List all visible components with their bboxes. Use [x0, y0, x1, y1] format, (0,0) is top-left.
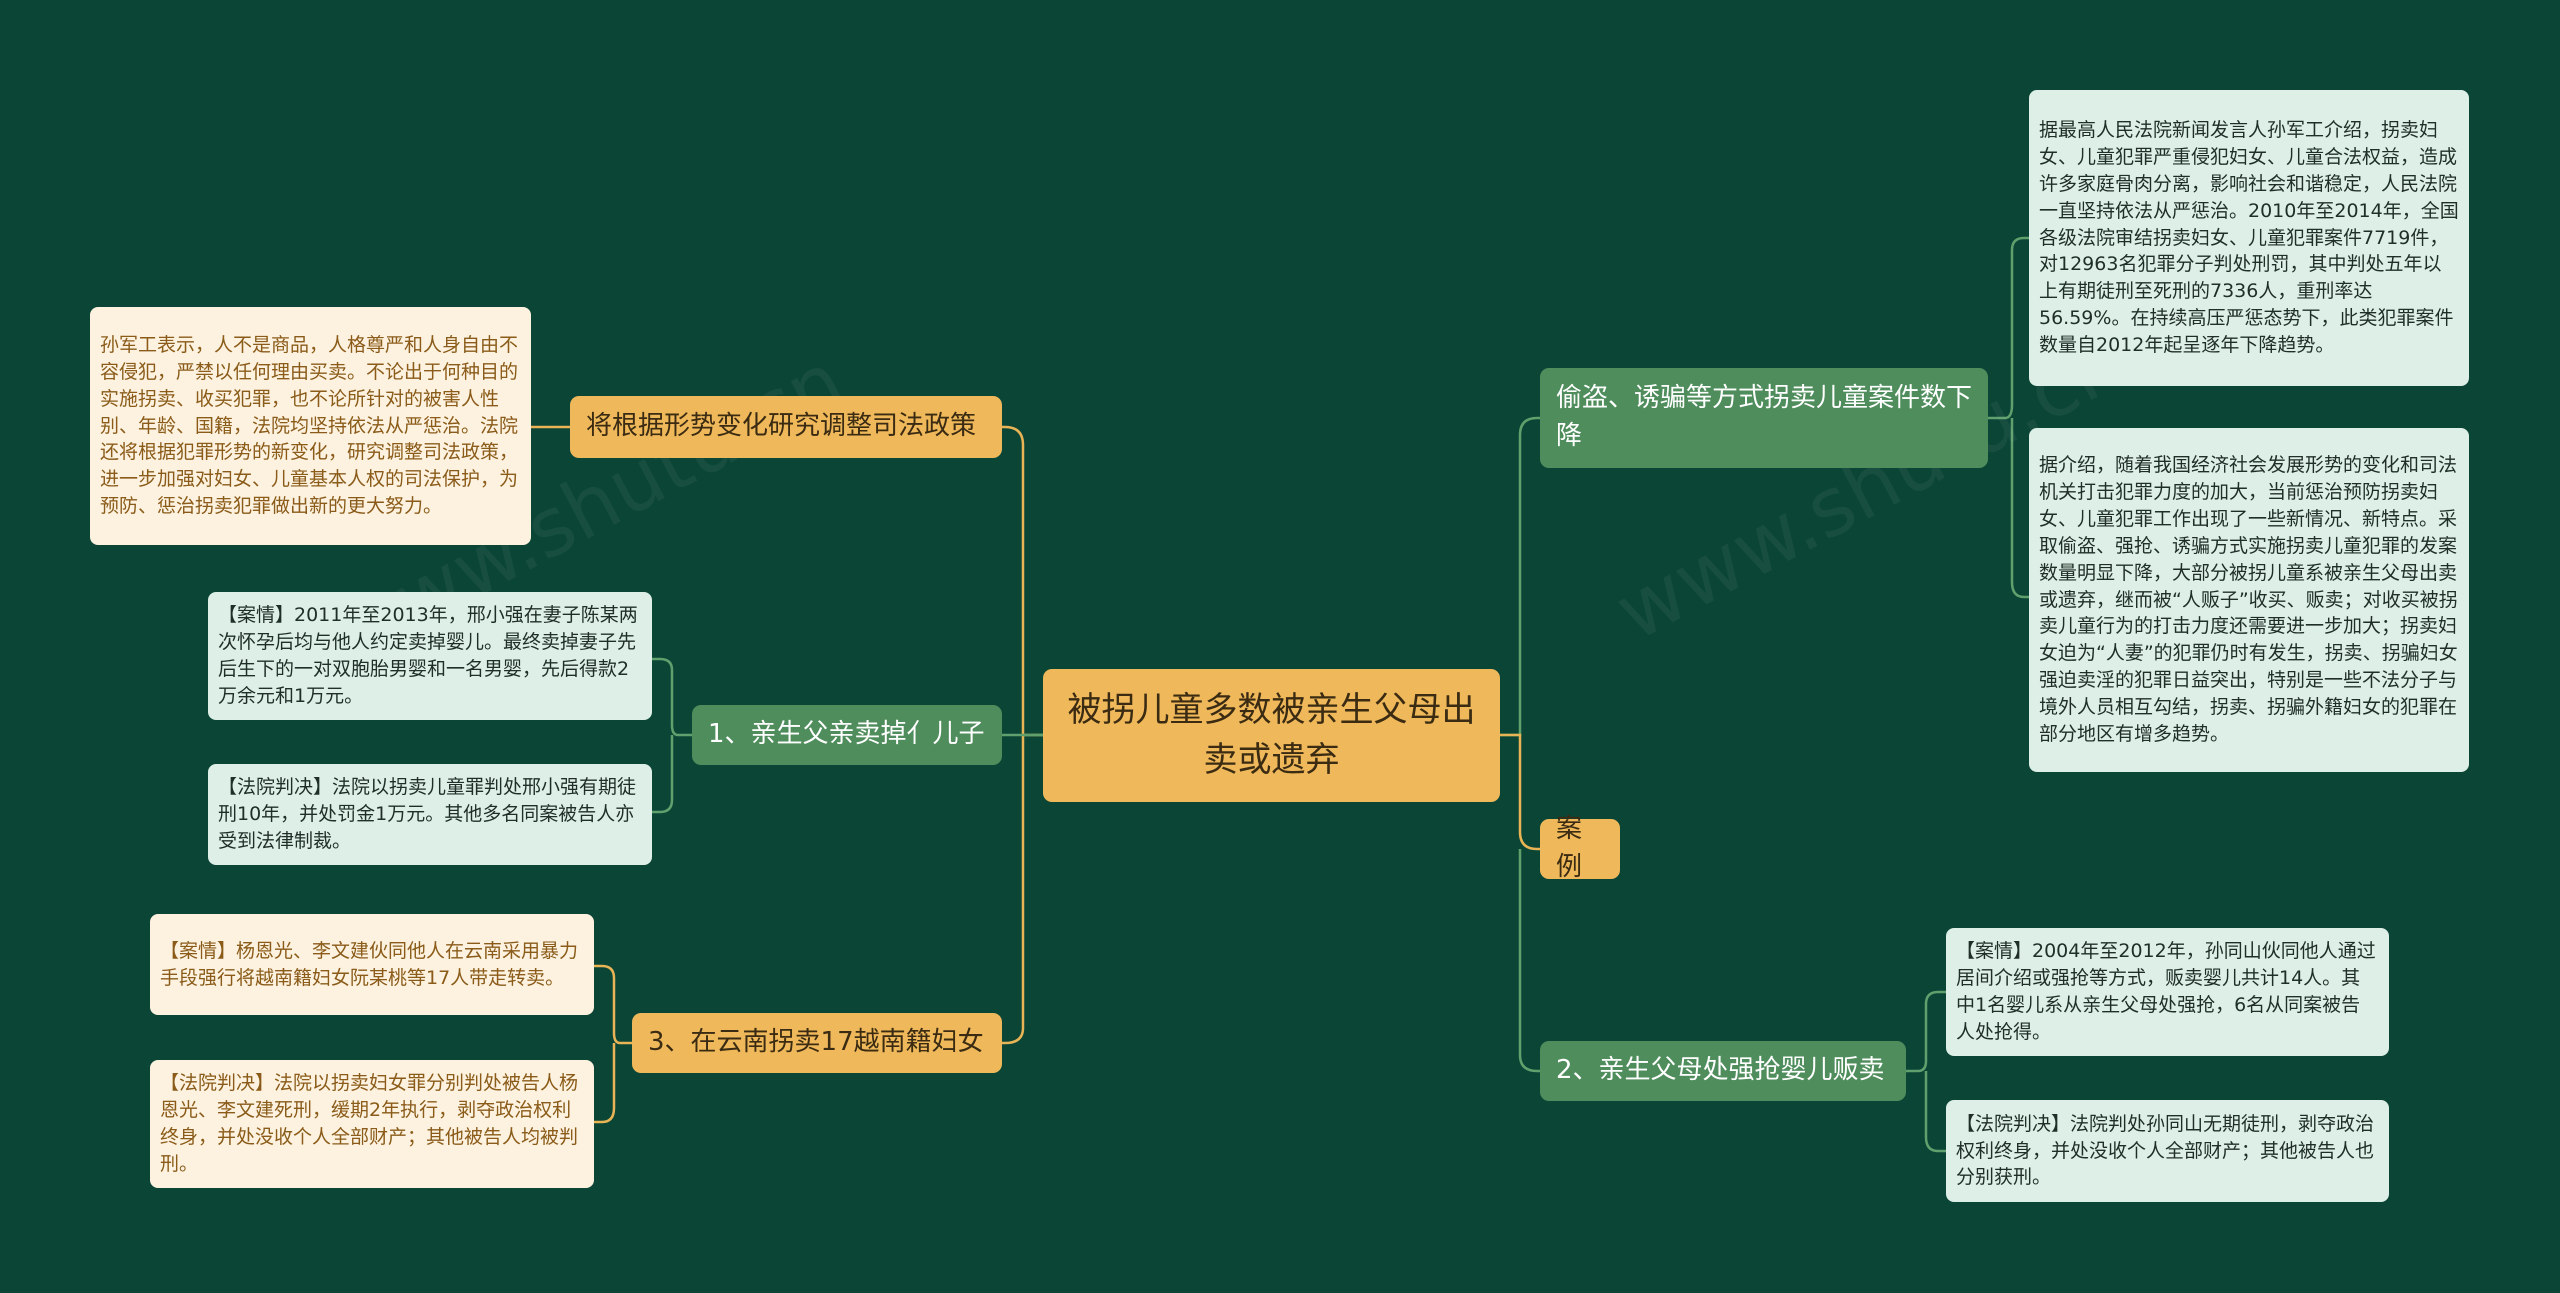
leaf-decline-detail2[interactable]: 据介绍，随着我国经济社会发展形势的变化和司法机关打击犯罪力度的加大，当前惩治预防…	[2029, 428, 2469, 772]
link-decline-detail1	[1988, 236, 2029, 420]
branch-policy-label: 将根据形势变化研究调整司法政策	[586, 411, 977, 442]
central-topic-label: 被拐儿童多数被亲生父母出卖或遗弃	[1067, 690, 1476, 780]
branch-case1[interactable]: 1、亲生父亲卖掉亻儿子	[692, 705, 1002, 765]
branch-case2-label: 2、亲生父母处强抢婴儿贩卖	[1556, 1055, 1885, 1086]
link-case2-judgment	[1924, 1071, 1946, 1153]
leaf-case2-judgment-text: 【法院判决】法院判处孙同山无期徒刑，剥夺政治权利终身，并处没收个人全部财产；其他…	[1956, 1112, 2375, 1189]
leaf-case1-judgment[interactable]: 【法院判决】法院以拐卖儿童罪判处邢小强有期徒刑10年，并处罚金1万元。其他多名同…	[208, 764, 652, 865]
branch-case3[interactable]: 3、在云南拐卖17越南籍妇女	[632, 1013, 1002, 1073]
link-case3-case	[594, 964, 632, 1045]
leaf-case2-judgment[interactable]: 【法院判决】法院判处孙同山无期徒刑，剥夺政治权利终身，并处没收个人全部财产；其他…	[1946, 1100, 2389, 1202]
link-case2-case	[1906, 990, 1946, 1073]
leaf-case2-case-text: 【案情】2004年至2012年，孙同山伙同他人通过居间介绍或强抢等方式，贩卖婴儿…	[1956, 940, 2376, 1043]
leaf-case3-judgment-text: 【法院判决】法院以拐卖妇女罪分别判处被告人杨恩光、李文建死刑，缓期2年执行，剥夺…	[160, 1072, 579, 1175]
link-case1-judgment	[652, 735, 674, 814]
branch-case2[interactable]: 2、亲生父母处强抢婴儿贩卖	[1540, 1041, 1906, 1101]
branch-policy[interactable]: 将根据形势变化研究调整司法政策	[570, 396, 1002, 458]
leaf-case3-judgment[interactable]: 【法院判决】法院以拐卖妇女罪分别判处被告人杨恩光、李文建死刑，缓期2年执行，剥夺…	[150, 1060, 594, 1188]
leaf-case2-case[interactable]: 【案情】2004年至2012年，孙同山伙同他人通过居间介绍或强抢等方式，贩卖婴儿…	[1946, 928, 2389, 1056]
link-central-policy	[1000, 425, 1043, 737]
branch-decline-label: 偷盗、诱骗等方式拐卖儿童案件数下降	[1556, 383, 1973, 451]
branch-decline[interactable]: 偷盗、诱骗等方式拐卖儿童案件数下降	[1540, 368, 1988, 468]
leaf-case1-case-text: 【案情】2011年至2013年，邢小强在妻子陈某两次怀孕后均与他人约定卖掉婴儿。…	[218, 604, 638, 707]
branch-cases[interactable]: 案例	[1540, 814, 1620, 882]
leaf-policy-detail-text: 孙军工表示，人不是商品，人格尊严和人身自由不容侵犯，严禁以任何理由买卖。不论出于…	[100, 333, 519, 518]
leaf-case3-case[interactable]: 【案情】杨恩光、李文建伙同他人在云南采用暴力手段强行将越南籍妇女阮某桃等17人带…	[150, 914, 594, 1015]
leaf-case1-judgment-text: 【法院判决】法院以拐卖儿童罪判处邢小强有期徒刑10年，并处罚金1万元。其他多名同…	[218, 776, 637, 852]
link-central-cases	[1500, 733, 1540, 851]
leaf-case3-case-text: 【案情】杨恩光、李文建伙同他人在云南采用暴力手段强行将越南籍妇女阮某桃等17人带…	[160, 939, 579, 989]
leaf-policy-detail[interactable]: 孙军工表示，人不是商品，人格尊严和人身自由不容侵犯，严禁以任何理由买卖。不论出于…	[90, 307, 531, 545]
link-central-decline	[1500, 416, 1540, 737]
central-topic[interactable]: 被拐儿童多数被亲生父母出卖或遗弃	[1043, 669, 1500, 802]
branch-cases-label: 案例	[1556, 814, 1583, 882]
link-central-case3	[1000, 735, 1025, 1045]
link-case1-case	[652, 657, 692, 737]
leaf-decline-detail1-text: 据最高人民法院新闻发言人孙军工介绍，拐卖妇女、儿童犯罪严重侵犯妇女、儿童合法权益…	[2039, 118, 2459, 357]
link-decline-detail2	[2010, 418, 2029, 599]
leaf-case1-case[interactable]: 【案情】2011年至2013年，邢小强在妻子陈某两次怀孕后均与他人约定卖掉婴儿。…	[208, 592, 652, 720]
branch-case1-label: 1、亲生父亲卖掉亻儿子	[708, 719, 985, 750]
link-central-case2	[1518, 849, 1540, 1073]
branch-case3-label: 3、在云南拐卖17越南籍妇女	[648, 1027, 984, 1058]
leaf-decline-detail2-text: 据介绍，随着我国经济社会发展形势的变化和司法机关打击犯罪力度的加大，当前惩治预防…	[2039, 453, 2458, 746]
link-case3-judgment	[594, 1043, 616, 1124]
leaf-decline-detail1[interactable]: 据最高人民法院新闻发言人孙军工介绍，拐卖妇女、儿童犯罪严重侵犯妇女、儿童合法权益…	[2029, 90, 2469, 386]
